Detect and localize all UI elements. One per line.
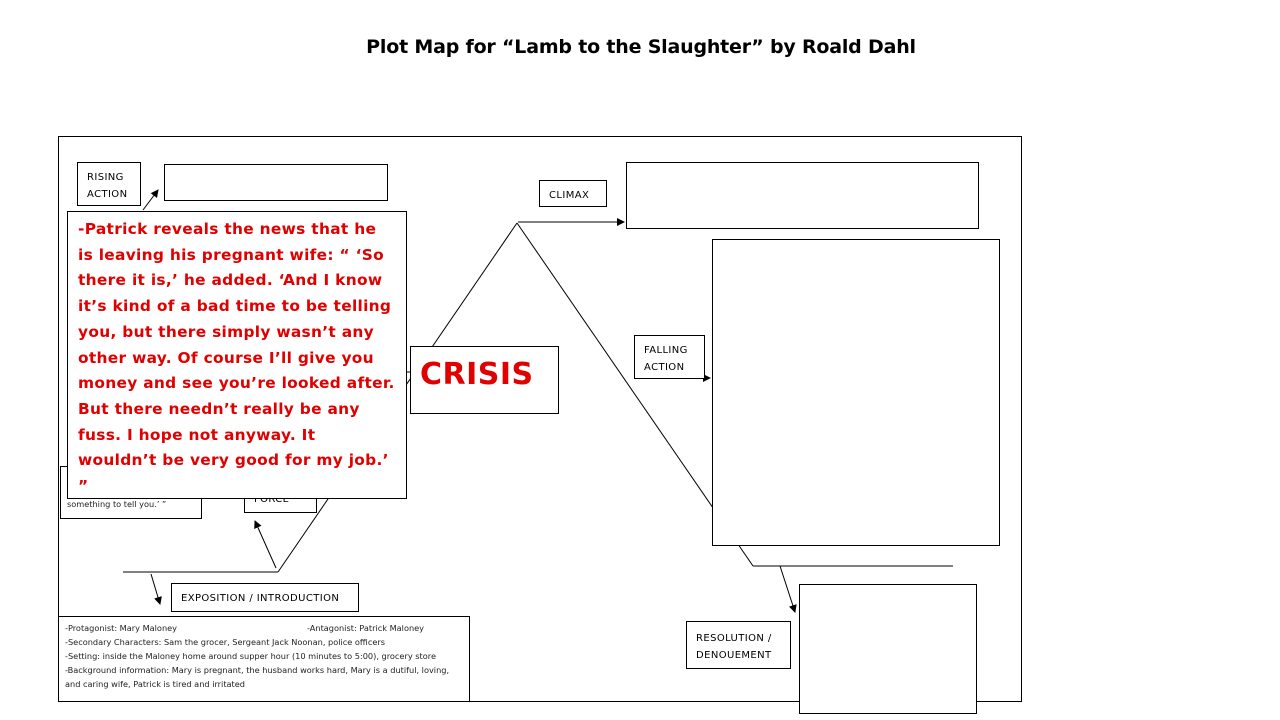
rising-action-label-line1: RISING: [87, 172, 124, 183]
exposition-details-textbox: -Protagonist: Mary Maloney -Antagonist: …: [58, 616, 470, 702]
resolution-label-line1: RESOLUTION /: [696, 633, 772, 644]
rising-action-label: RISING ACTION: [77, 162, 141, 206]
resolution-label-line2: DENOUEMENT: [696, 650, 772, 661]
resolution-textbox: [799, 584, 977, 714]
resolution-label: RESOLUTION / DENOUEMENT: [686, 621, 791, 669]
protagonist-text: -Protagonist: Mary Maloney: [65, 623, 178, 633]
exposition-label: EXPOSITION / INTRODUCTION: [171, 583, 359, 612]
climax-textbox: [626, 162, 979, 229]
setting-text: -Setting: inside the Maloney home around…: [65, 651, 436, 661]
falling-action-label: FALLING ACTION: [634, 335, 705, 379]
crisis-quote-textbox: -Patrick reveals the news that he is lea…: [67, 211, 407, 499]
background-text: -Background information: Mary is pregnan…: [65, 665, 450, 689]
page-title: Plot Map for “Lamb to the Slaughter” by …: [366, 36, 916, 58]
secondary-characters-text: -Secondary Characters: Sam the grocer, S…: [65, 637, 386, 647]
falling-action-label-line1: FALLING: [644, 345, 688, 356]
falling-action-textbox: [712, 239, 1000, 546]
exposition-characters-row: -Protagonist: Mary Maloney -Antagonist: …: [65, 621, 463, 635]
antagonist-text: -Antagonist: Patrick Maloney: [307, 623, 425, 633]
rising-action-textbox: [164, 164, 388, 201]
climax-label: CLIMAX: [539, 180, 607, 207]
rising-action-label-line2: ACTION: [87, 189, 128, 200]
crisis-label: CRISIS: [410, 346, 559, 414]
falling-action-label-line2: ACTION: [644, 362, 685, 373]
